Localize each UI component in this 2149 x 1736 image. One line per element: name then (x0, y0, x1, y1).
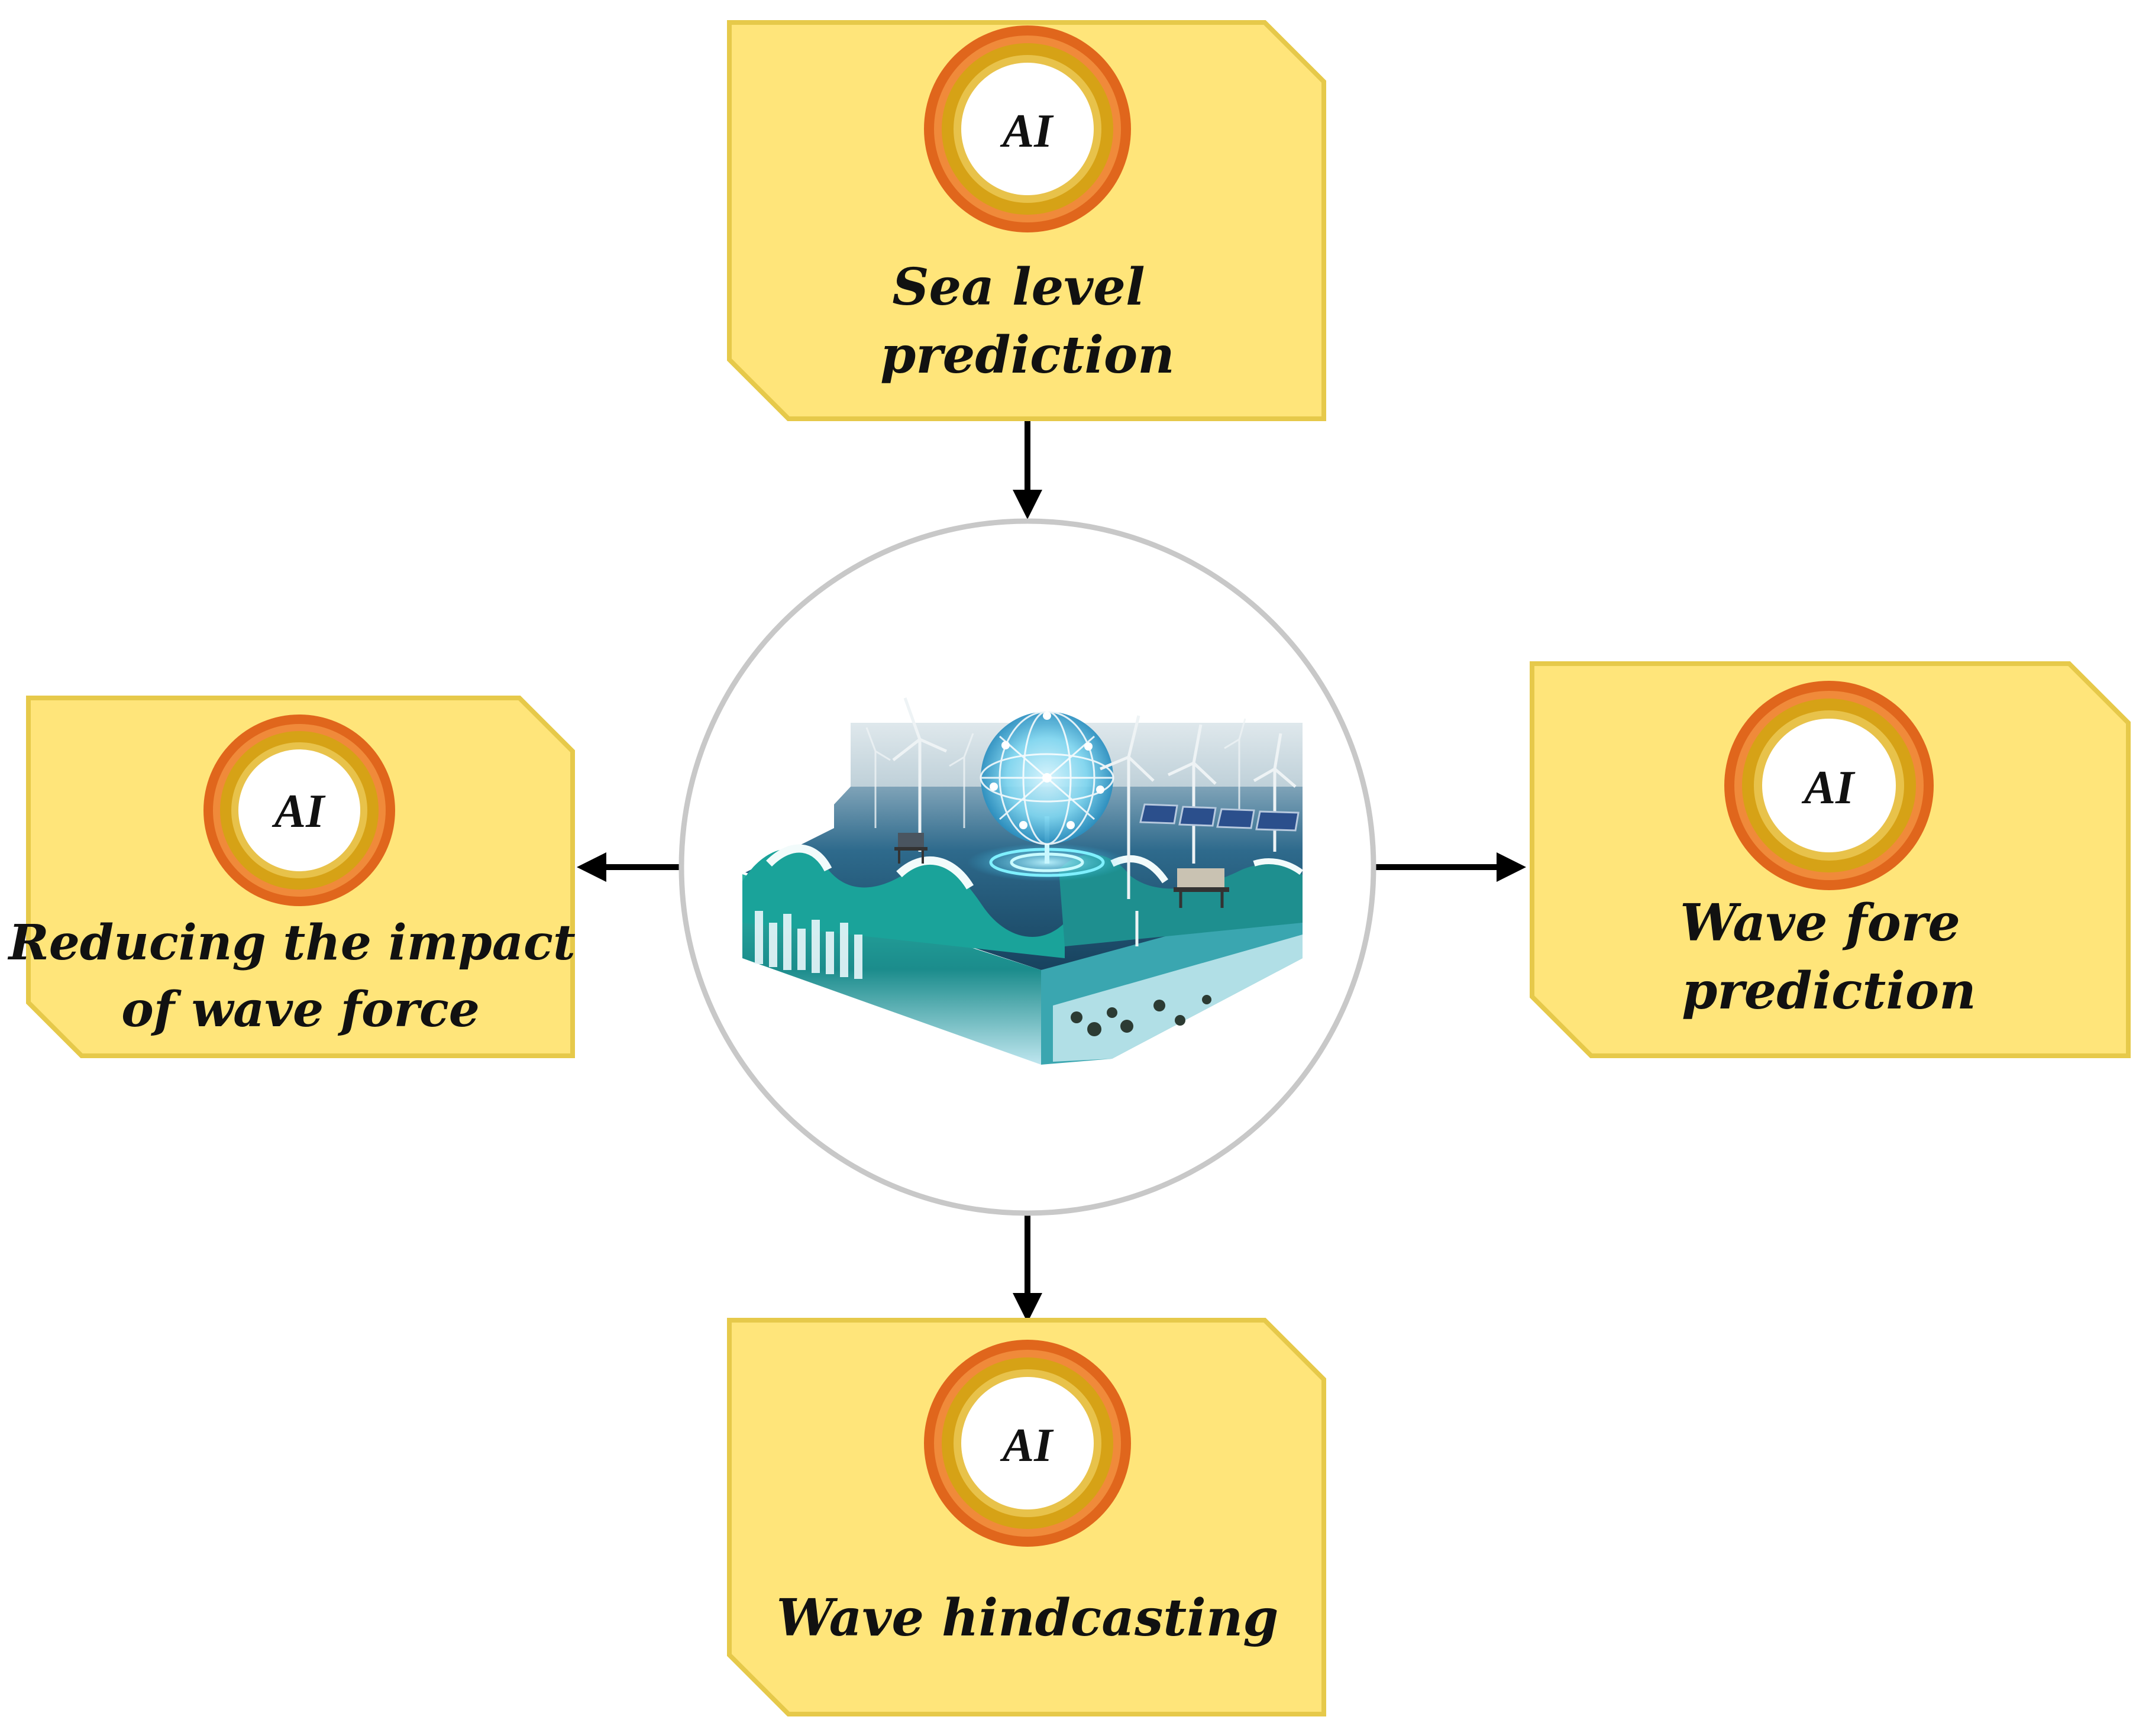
card-label: Sea level prediction (880, 257, 1175, 385)
ai-badge: AI (924, 25, 1131, 232)
ai-badge-label: AI (1000, 105, 1054, 157)
ai-badge: AI (1724, 681, 1934, 890)
card-reducing-wave-force-impact: AI Reducing the impact of wave force (8, 696, 593, 1058)
bar-chart-icon (755, 911, 862, 979)
card-wave-force-prediction: AI Wave fore prediction (1530, 661, 2131, 1058)
ai-badge-label: AI (1801, 762, 1856, 814)
card-label-line-2: prediction (1682, 961, 1976, 1021)
offshore-platform-icon (894, 833, 1229, 908)
card-wave-hindcasting: AI Wave hindcasting (727, 1318, 1326, 1716)
card-label: Reducing the impact of wave force (8, 914, 593, 1038)
card-label-line-2: prediction (880, 325, 1175, 385)
ai-badge: AI (203, 715, 395, 906)
central-hub (678, 518, 1376, 1216)
card-label-line-1: Sea level (892, 257, 1145, 317)
ai-badge: AI (924, 1340, 1131, 1547)
card-label-line-1: Wave fore (1680, 893, 1960, 953)
ai-network-globe-icon (967, 710, 1127, 881)
card-label: Wave fore prediction (1680, 893, 1978, 1021)
wind-turbine-icon (865, 697, 1297, 946)
card-label-line-1: Wave hindcasting (777, 1588, 1279, 1648)
card-label-line-2: of wave force (121, 981, 480, 1038)
solar-panel-icon (1139, 803, 1300, 832)
connectors (577, 421, 1526, 1323)
card-label-line-1: Reducing the impact (8, 914, 576, 971)
card-sea-level-prediction: AI Sea level prediction (727, 20, 1326, 421)
card-label: Wave hindcasting (777, 1588, 1279, 1648)
ai-badge-label: AI (272, 785, 326, 838)
offshore-ocean-ai-illustration (742, 697, 1303, 1065)
ai-badge-label: AI (1000, 1420, 1054, 1472)
seabed-rocks (1071, 995, 1211, 1036)
